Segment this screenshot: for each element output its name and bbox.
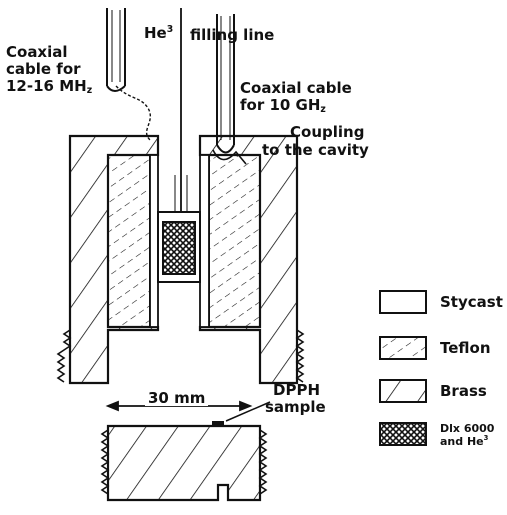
legend-swatch-teflon (379, 336, 427, 360)
dimension-arrow (105, 400, 253, 412)
legend-label-brass: Brass (440, 382, 487, 400)
teflon-liner-right (208, 154, 261, 328)
legend-swatch-dlx6000 (379, 422, 427, 446)
label-coaxial-low-2: cable for (6, 60, 81, 78)
coupling-loop (212, 149, 247, 165)
legend-swatch-brass (379, 379, 427, 403)
legend-label-stycast: Stycast (440, 293, 503, 311)
legend-swatch-stycast (379, 290, 427, 314)
label-dpph-1: DPPH (273, 381, 320, 399)
coaxial-cable-12-16mhz (106, 8, 151, 141)
legend-label-dlx6000: Dlx 6000 (440, 422, 495, 435)
thread-right-upper (295, 329, 305, 383)
dpph-sample-marker (212, 421, 224, 426)
he3-filling-line (174, 8, 188, 212)
legend-label-he3: and He3 (440, 433, 489, 448)
brass-cap-lower (106, 424, 262, 502)
label-coaxial-high-1: Coaxial cable (240, 79, 352, 97)
label-coupling-2: to the cavity (262, 141, 369, 159)
teflon-liner-left (107, 154, 151, 328)
dpph-leader-line (225, 401, 271, 422)
label-he3: He3 (144, 23, 174, 42)
thread-left-lower (100, 429, 110, 495)
dlx6000-he3-sample (162, 221, 196, 275)
label-dpph-2: sample (265, 398, 326, 416)
legend-label-teflon: Teflon (440, 339, 491, 357)
label-coaxial-low-3: 12-16 MHz (6, 77, 93, 96)
thread-left-upper (56, 329, 72, 383)
label-coaxial-high-2: for 10 GHz (240, 96, 326, 115)
label-dimension: 30 mm (145, 391, 209, 406)
stycast-strip-left (149, 154, 159, 328)
label-coaxial-low-1: Coaxial (6, 43, 68, 61)
thread-right-lower (258, 429, 268, 495)
stycast-strip-right (199, 154, 210, 328)
label-coupling-1: Coupling (290, 123, 365, 141)
label-filling-line: filling line (190, 26, 275, 44)
